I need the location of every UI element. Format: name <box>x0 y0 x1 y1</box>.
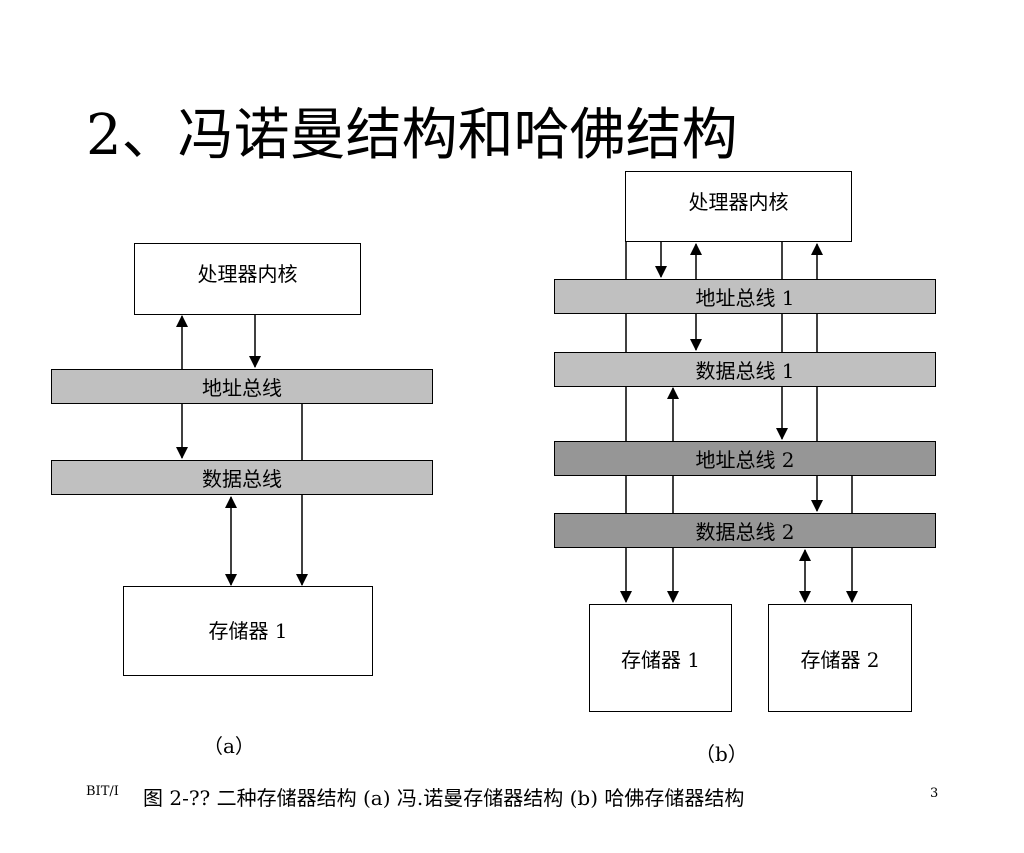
a-memory-label: 存储器 1 <box>208 619 288 643</box>
b-data-bus-1-label: 数据总线 1 <box>695 359 795 383</box>
page-number: 3 <box>930 786 939 801</box>
b-memory-2-box: 存储器 2 <box>768 604 912 712</box>
b-address-bus-1: 地址总线 1 <box>554 279 936 314</box>
a-memory-box: 存储器 1 <box>123 586 373 676</box>
b-memory-1-label: 存储器 1 <box>620 647 701 672</box>
b-address-bus-2-label: 地址总线 2 <box>695 448 795 472</box>
b-cpu-box: 处理器内核 <box>625 171 852 242</box>
a-address-bus: 地址总线 <box>51 369 433 404</box>
b-address-bus-1-label: 地址总线 1 <box>695 286 795 310</box>
b-memory-1-box: 存储器 1 <box>589 604 732 712</box>
a-cpu-box: 处理器内核 <box>134 243 361 315</box>
b-memory-2-label: 存储器 2 <box>800 647 880 672</box>
a-address-bus-label: 地址总线 <box>202 376 282 400</box>
footer-left-text: BIT/I <box>86 784 119 799</box>
b-cpu-label: 处理器内核 <box>688 190 789 214</box>
a-sublabel: （a） <box>203 734 255 758</box>
a-cpu-label: 处理器内核 <box>197 262 298 286</box>
figure-caption: 图 2-?? 二种存储器结构 (a) 冯.诺曼存储器结构 (b) 哈佛存储器结构 <box>143 786 745 810</box>
b-sublabel: （b） <box>695 742 748 766</box>
slide-title: 2、冯诺曼结构和哈佛结构 <box>86 103 738 168</box>
b-data-bus-2-label: 数据总线 2 <box>695 520 795 544</box>
a-data-bus-label: 数据总线 <box>202 467 282 491</box>
b-data-bus-2: 数据总线 2 <box>554 513 936 548</box>
a-data-bus: 数据总线 <box>51 460 433 495</box>
b-address-bus-2: 地址总线 2 <box>554 441 936 476</box>
b-data-bus-1: 数据总线 1 <box>554 352 936 387</box>
